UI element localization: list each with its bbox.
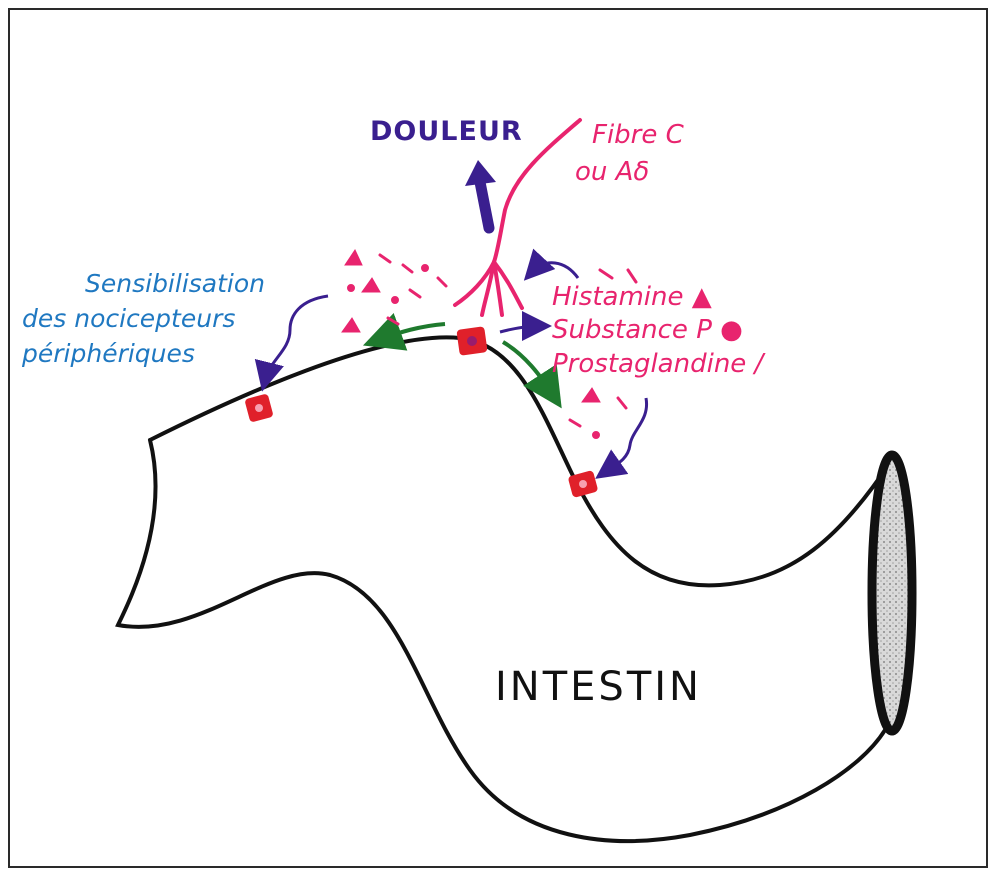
histamine-triangle-icon bbox=[342, 318, 360, 332]
prostaglandine-dash-icon bbox=[570, 420, 580, 426]
substance-p-dot-icon bbox=[593, 432, 600, 439]
prostaglandine-dash-icon bbox=[403, 265, 412, 272]
sensitization-label-line2: des nocicepteurs bbox=[22, 304, 235, 333]
sensitization-label-line1: Sensibilisation bbox=[85, 269, 265, 298]
receptor-center-icon bbox=[456, 326, 487, 356]
prostaglandine-dash-icon bbox=[410, 290, 420, 297]
prostaglandine-label: Prostaglandine / bbox=[552, 349, 767, 379]
intestine-lumen bbox=[872, 455, 912, 731]
fibre-label-line1: Fibre C bbox=[592, 120, 685, 150]
histamine-triangle-icon bbox=[582, 388, 600, 402]
douleur-label: DOULEUR bbox=[370, 116, 523, 147]
fibre-label-line2: ou Aδ bbox=[575, 157, 649, 187]
prostaglandine-dash-icon bbox=[438, 278, 446, 286]
receptor-left-icon bbox=[244, 393, 273, 422]
substance-p-label: Substance P ● bbox=[552, 315, 743, 345]
histamine-triangle-icon bbox=[345, 250, 362, 265]
prostaglandine-dash-icon bbox=[380, 255, 390, 262]
mediator-arrow-icon bbox=[500, 326, 540, 332]
prostaglandine-dash-icon bbox=[618, 398, 626, 408]
intestin-label: INTESTIN bbox=[495, 664, 702, 710]
pain-arrow-icon bbox=[465, 160, 496, 228]
histamine-label: Histamine ▲ bbox=[552, 282, 712, 312]
intestine-outline bbox=[118, 337, 895, 841]
substance-p-dot-icon bbox=[392, 297, 399, 304]
histamine-triangle-icon bbox=[362, 278, 380, 292]
prostaglandine-dash-icon bbox=[388, 318, 398, 324]
substance-p-dot-icon bbox=[348, 285, 355, 292]
substance-p-dot-icon bbox=[422, 265, 429, 272]
sensitization-label-line3: périphériques bbox=[21, 339, 195, 368]
feedback-arrow-icon bbox=[532, 263, 578, 278]
prostaglandine-dash-icon bbox=[628, 270, 636, 282]
prostaglandine-dash-icon bbox=[600, 270, 612, 278]
